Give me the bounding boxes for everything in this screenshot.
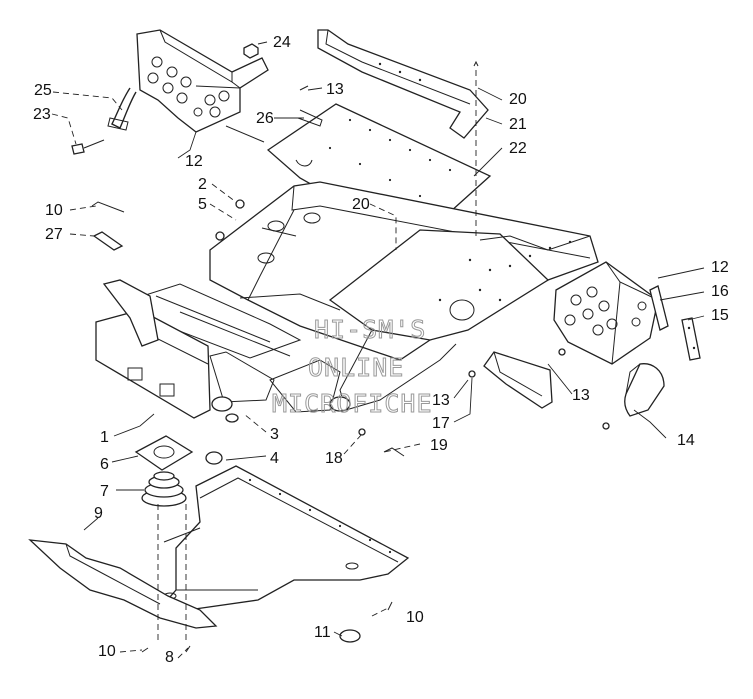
callout-5: 5 xyxy=(198,196,207,213)
strap-25 xyxy=(107,87,137,131)
boot-7 xyxy=(141,471,187,507)
callout-23: 23 xyxy=(33,106,51,123)
callout-25: 25 xyxy=(34,82,52,99)
bolt-23 xyxy=(71,139,105,155)
callout-13-top: 13 xyxy=(326,81,344,98)
callout-7: 7 xyxy=(100,483,109,500)
nut-24 xyxy=(243,43,259,59)
callout-12-left: 12 xyxy=(185,153,203,170)
callout-24: 24 xyxy=(273,34,291,51)
strip-16 xyxy=(649,285,669,331)
callout-27: 27 xyxy=(45,226,63,243)
footrest-bracket-right xyxy=(553,261,659,365)
callouts: 24 25 23 12 13 26 20 21 22 2 5 20 10 27 … xyxy=(33,34,729,666)
callout-18: 18 xyxy=(325,450,343,467)
skid-plate-9 xyxy=(28,539,218,629)
callout-14: 14 xyxy=(677,432,695,449)
callout-6: 6 xyxy=(100,456,109,473)
callout-19: 19 xyxy=(430,437,448,454)
callout-26: 26 xyxy=(256,110,274,127)
watermark-line-3: MICROFICHE xyxy=(272,389,433,418)
callout-8: 8 xyxy=(165,649,174,666)
callout-1: 1 xyxy=(100,429,109,446)
callout-3: 3 xyxy=(270,426,279,443)
watermark: HI-SM'S ONLINE MICROFICHE xyxy=(272,315,433,419)
callout-17: 17 xyxy=(432,415,450,432)
callout-16: 16 xyxy=(711,283,729,300)
strip-15 xyxy=(681,317,701,361)
callout-13-mid: 13 xyxy=(432,392,450,409)
watermark-line-2: ONLINE xyxy=(308,353,404,382)
footrest-bracket-left xyxy=(136,29,269,133)
callout-20-top: 20 xyxy=(509,91,527,108)
hardware xyxy=(91,60,610,653)
rear-bumper-21 xyxy=(317,29,489,139)
callout-10-left: 10 xyxy=(45,202,63,219)
callout-2: 2 xyxy=(198,176,207,193)
callout-15: 15 xyxy=(711,307,729,324)
callout-11: 11 xyxy=(314,624,331,641)
callout-20-mid: 20 xyxy=(352,196,370,213)
chassis-frame xyxy=(95,181,599,419)
watermark-line-1: HI-SM'S xyxy=(314,315,426,344)
grommet-6 xyxy=(134,435,194,471)
callout-9: 9 xyxy=(94,505,103,522)
callout-10-bottom: 10 xyxy=(98,643,116,660)
callout-12-right: 12 xyxy=(711,259,729,276)
callout-4: 4 xyxy=(270,450,279,467)
floor-pan xyxy=(160,465,410,613)
callout-22: 22 xyxy=(509,140,527,157)
callout-21: 21 xyxy=(509,116,527,133)
guard-14 xyxy=(624,363,665,417)
callout-10-right: 10 xyxy=(406,609,424,626)
callout-13-right: 13 xyxy=(572,387,590,404)
support-bracket-13 xyxy=(483,351,553,409)
leader-lines xyxy=(51,41,705,659)
